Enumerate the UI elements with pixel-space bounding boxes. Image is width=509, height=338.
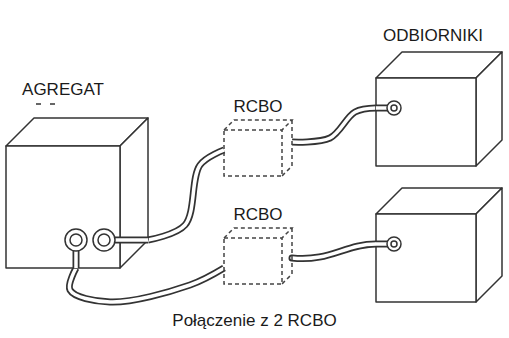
rcbo-front bbox=[224, 130, 282, 176]
node-outline bbox=[224, 120, 292, 176]
node-heading: RCBO bbox=[233, 97, 282, 117]
receiver-cable bbox=[292, 244, 376, 259]
socket bbox=[93, 229, 115, 251]
rcbo-box: RCBO bbox=[224, 120, 292, 176]
socket-inner bbox=[391, 241, 397, 247]
node-heading: AGREGAT bbox=[22, 80, 104, 100]
box-side bbox=[476, 188, 502, 302]
rcbo-top bbox=[224, 228, 292, 238]
node-label: ODBIORNIKI bbox=[383, 26, 483, 46]
rcbo-box: RCBO bbox=[224, 228, 292, 284]
node-label: RCBO bbox=[233, 97, 282, 117]
cable-outer bbox=[148, 150, 224, 240]
shape-group bbox=[224, 120, 292, 176]
shape-group bbox=[224, 228, 292, 284]
socket-inner bbox=[98, 234, 110, 246]
generator-box: AGREGAT bbox=[6, 118, 148, 268]
socket bbox=[387, 237, 401, 251]
cable-outer bbox=[292, 244, 376, 259]
cable-outer bbox=[69, 268, 224, 302]
generator-marks bbox=[36, 103, 55, 105]
socket-inner bbox=[70, 234, 82, 246]
shape-group bbox=[6, 118, 148, 268]
node-outline bbox=[376, 52, 502, 166]
box-front bbox=[376, 78, 476, 166]
rcbo-side bbox=[282, 228, 292, 284]
cable bbox=[69, 268, 224, 302]
node-outline bbox=[224, 228, 292, 284]
cable bbox=[148, 150, 224, 240]
box-side bbox=[476, 52, 502, 166]
socket-inner bbox=[391, 105, 397, 111]
cable-inner bbox=[292, 108, 376, 142]
rcbo-front bbox=[224, 238, 282, 284]
socket bbox=[387, 101, 401, 115]
node-label: RCBO bbox=[233, 205, 282, 225]
rcbo-side bbox=[282, 120, 292, 176]
mark bbox=[50, 103, 55, 105]
receiver-box: ODBIORNIKI bbox=[376, 52, 502, 166]
cable-inner bbox=[148, 150, 224, 240]
box-front bbox=[6, 146, 120, 268]
node-heading: ODBIORNIKI bbox=[383, 26, 483, 46]
node-heading: RCBO bbox=[233, 205, 282, 225]
receiver-box bbox=[375, 188, 502, 302]
caption: Połączenie z 2 RCBO bbox=[0, 310, 509, 332]
cable-outer bbox=[292, 108, 376, 142]
shape-group bbox=[376, 52, 502, 166]
box-front bbox=[376, 214, 476, 302]
socket bbox=[65, 229, 87, 251]
rcbo-top bbox=[224, 120, 292, 130]
node-label: AGREGAT bbox=[22, 80, 104, 100]
cable-inner bbox=[69, 268, 224, 302]
cable bbox=[292, 108, 376, 142]
mark bbox=[36, 103, 41, 105]
node-outline bbox=[6, 118, 148, 268]
cable-inner bbox=[292, 244, 376, 259]
box-side bbox=[120, 118, 148, 268]
